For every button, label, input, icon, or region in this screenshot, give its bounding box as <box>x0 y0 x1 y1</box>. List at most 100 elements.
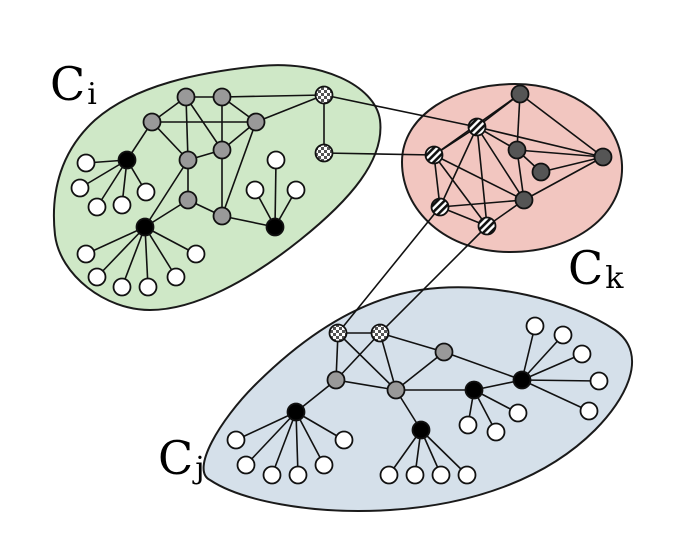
dark-node-d3 <box>531 162 551 182</box>
edge-b2-w9 <box>144 226 149 288</box>
gray-node-j2 <box>326 370 346 390</box>
edge-cj_c2-j1 <box>379 332 445 353</box>
gray-node-g3 <box>142 112 162 132</box>
edge-jb4-jw16 <box>521 353 583 381</box>
white-node-jw17 <box>589 371 609 391</box>
white-node-w11 <box>186 244 206 264</box>
gray-node-g4 <box>246 112 266 132</box>
white-node-jw7 <box>379 465 399 485</box>
edge-g2-ci_c1 <box>221 94 325 98</box>
white-node-jw6 <box>334 430 354 450</box>
edge-j1-j3 <box>395 351 445 391</box>
edge-cj_c1-j3 <box>337 332 397 391</box>
edge-jb4-jw18 <box>521 379 590 412</box>
gray-node-j3 <box>386 380 406 400</box>
cluster-ck-label: Ck <box>568 241 624 296</box>
dark-node-d5 <box>593 147 613 167</box>
gray-node-g2 <box>212 87 232 107</box>
black-node-b2 <box>135 217 155 237</box>
edge-g5-b2 <box>144 159 189 228</box>
edge-b2-w7 <box>96 226 146 278</box>
white-node-w6 <box>76 244 96 264</box>
cluster-cj-label: Cj <box>158 431 205 486</box>
edge-jb1-jw3 <box>271 411 297 476</box>
white-node-jw4 <box>288 465 308 485</box>
white-node-w7 <box>87 267 107 287</box>
dark-node-d2 <box>507 140 527 160</box>
checkered-node-ci_c1 <box>314 85 334 105</box>
white-node-jw18 <box>579 401 599 421</box>
dark-node-d4 <box>514 190 534 210</box>
white-node-jw16 <box>572 344 592 364</box>
edge-ci_c2-s2 <box>323 152 435 156</box>
white-node-w4 <box>112 195 132 215</box>
gray-node-g1 <box>176 87 196 107</box>
white-node-jw3 <box>262 465 282 485</box>
edge-jb1-jw5 <box>295 411 325 466</box>
edge-d3-d5 <box>540 156 604 173</box>
cluster-ck-region <box>400 82 624 254</box>
edge-b2-w8 <box>121 226 146 288</box>
edge-g4-g8 <box>221 121 257 217</box>
checkered-node-cj_c2 <box>370 323 390 343</box>
edge-jb1-jw4 <box>295 411 299 476</box>
checkered-node-cj_c1 <box>328 323 348 343</box>
white-node-w12 <box>266 150 286 170</box>
edge-d4-d5 <box>523 156 604 201</box>
white-node-w1 <box>76 153 96 173</box>
edge-s2-s4 <box>433 154 488 227</box>
black-node-b3 <box>265 217 285 237</box>
cluster-ci-label: Ci <box>50 57 97 112</box>
black-node-b1 <box>117 150 137 170</box>
white-node-jw8 <box>405 465 425 485</box>
white-node-jw1 <box>226 430 246 450</box>
edge-cj_c2-j2 <box>335 332 381 381</box>
white-node-w13 <box>245 180 265 200</box>
edge-g4-ci_c1 <box>255 94 325 123</box>
edge-g1-g5 <box>185 96 189 161</box>
edge-jb4-jw15 <box>521 334 564 381</box>
white-node-w9 <box>138 277 158 297</box>
checkered-node-ci_c2 <box>314 143 334 163</box>
edge-b2-w11 <box>144 226 197 255</box>
edge-s3-d4 <box>439 199 525 208</box>
black-node-jb4 <box>512 370 532 390</box>
white-node-jw14 <box>525 316 545 336</box>
white-node-jw11 <box>458 415 478 435</box>
edge-jb4-jw17 <box>521 379 600 382</box>
white-node-w3 <box>87 197 107 217</box>
nodes-layer <box>70 84 613 485</box>
edge-s1-d4 <box>476 126 525 201</box>
striped-node-s3 <box>430 197 450 217</box>
cluster-cj-region <box>202 286 634 512</box>
white-node-jw9 <box>431 465 451 485</box>
black-node-jb2 <box>411 420 431 440</box>
edge-b3-w12 <box>274 159 277 228</box>
edge-ci_c1-s1 <box>323 94 478 128</box>
white-node-jw10 <box>457 465 477 485</box>
edge-s3-cj_c1 <box>337 206 441 334</box>
white-node-jw13 <box>508 403 528 423</box>
gray-node-g7 <box>178 190 198 210</box>
white-node-w14 <box>286 180 306 200</box>
edge-jb1-jw2 <box>245 411 297 466</box>
striped-node-s4 <box>477 216 497 236</box>
striped-node-s2 <box>424 145 444 165</box>
gray-node-g5 <box>178 150 198 170</box>
edge-s2-d4 <box>433 154 525 201</box>
dark-node-d1 <box>510 84 530 104</box>
white-node-w5 <box>136 182 156 202</box>
white-node-jw2 <box>236 455 256 475</box>
white-node-jw5 <box>314 455 334 475</box>
edge-jb1-jw1 <box>235 411 297 441</box>
black-node-jb3 <box>464 380 484 400</box>
white-node-w2 <box>70 178 90 198</box>
edge-cj_c2-j3 <box>379 332 397 391</box>
gray-node-g8 <box>212 206 232 226</box>
edge-g1-g6 <box>185 96 223 151</box>
edge-b2-w6 <box>85 226 146 255</box>
edge-s4-s1 <box>476 126 488 227</box>
edge-s4-cj_c2 <box>379 225 488 334</box>
black-node-jb1 <box>286 402 306 422</box>
